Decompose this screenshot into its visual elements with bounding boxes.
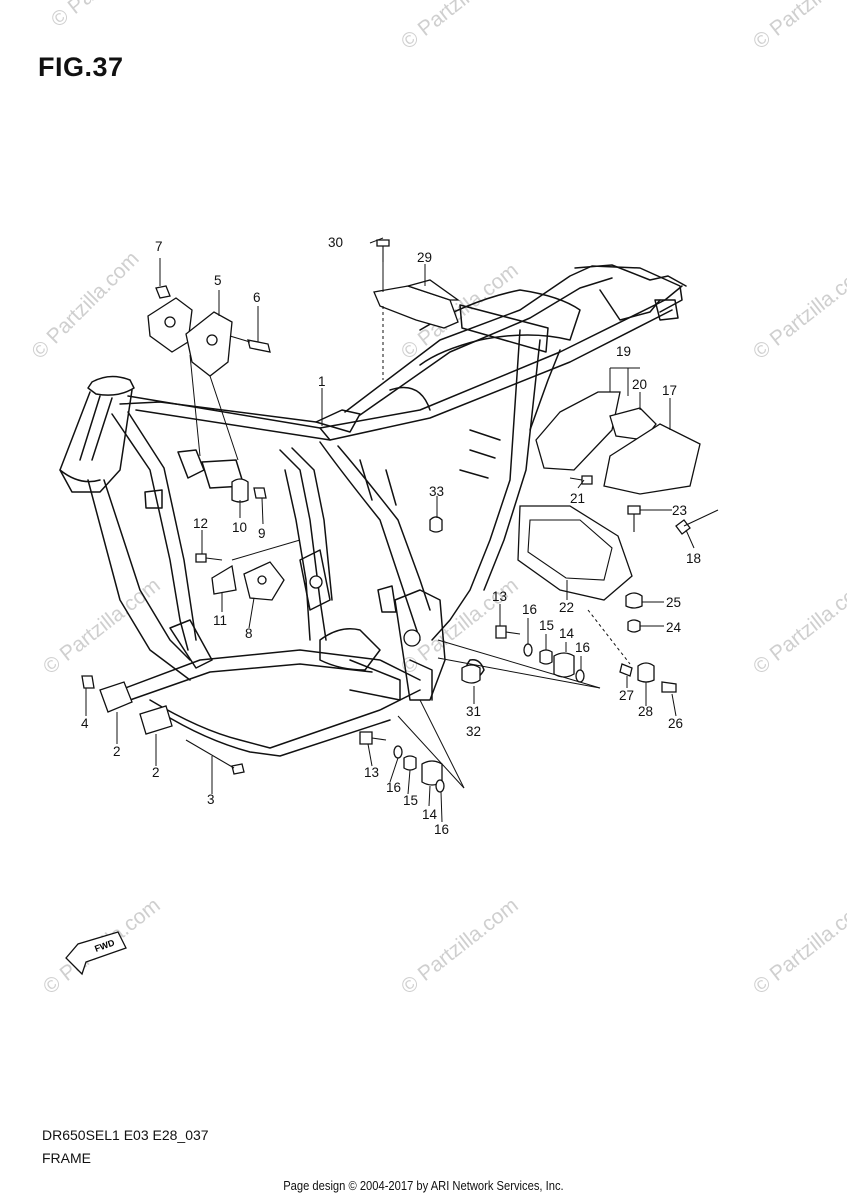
watermark: © Partzilla.com bbox=[39, 574, 165, 679]
callout-labels: 30 29 7 5 6 1 19 20 17 21 33 23 18 12 10… bbox=[81, 235, 701, 837]
callout-label: 24 bbox=[666, 620, 682, 635]
page-credit: Page design © 2004-2017 by ARI Network S… bbox=[283, 1178, 564, 1193]
callout-label: 9 bbox=[258, 526, 266, 541]
watermark: © Partzilla.com bbox=[749, 0, 847, 54]
callout-label: 18 bbox=[686, 551, 701, 566]
callout-label: 28 bbox=[638, 704, 653, 719]
callout-label: 27 bbox=[619, 688, 634, 703]
callout-label: 10 bbox=[232, 520, 247, 535]
callout-label: 2 bbox=[152, 765, 160, 780]
callout-label: 25 bbox=[666, 595, 681, 610]
callout-label: 11 bbox=[213, 613, 227, 628]
callout-label: 14 bbox=[422, 807, 438, 822]
callout-label: 29 bbox=[417, 250, 432, 265]
model-code: DR650SEL1 E03 E28_037 bbox=[42, 1127, 209, 1143]
callout-label: 14 bbox=[559, 626, 575, 641]
callout-label: 1 bbox=[318, 374, 326, 389]
figure-title: FIG.37 bbox=[38, 52, 124, 82]
callout-label: 16 bbox=[434, 822, 449, 837]
callout-label: 6 bbox=[253, 290, 261, 305]
callout-label: 7 bbox=[155, 239, 163, 254]
fwd-arrow-icon: FWD bbox=[65, 931, 127, 976]
callout-label: 16 bbox=[386, 780, 401, 795]
callout-label: 22 bbox=[559, 600, 574, 615]
callout-label: 31 bbox=[466, 704, 481, 719]
callout-label: 30 bbox=[328, 235, 343, 250]
callout-label: 20 bbox=[632, 377, 647, 392]
callout-label: 12 bbox=[193, 516, 208, 531]
callout-label: 16 bbox=[522, 602, 537, 617]
callout-leaders-extra bbox=[389, 618, 582, 823]
watermark: © Partzilla.com bbox=[47, 0, 173, 32]
callout-label: 26 bbox=[668, 716, 683, 731]
callout-label: 2 bbox=[113, 744, 121, 759]
watermark: © Partzilla.com bbox=[749, 894, 847, 999]
callout-label: 15 bbox=[539, 618, 554, 633]
callout-leaders bbox=[85, 237, 695, 794]
callout-label: 8 bbox=[245, 626, 253, 641]
section-name: FRAME bbox=[42, 1150, 91, 1166]
callout-label: 19 bbox=[616, 344, 631, 359]
callout-label: 13 bbox=[364, 765, 379, 780]
watermark: © Partzilla.com bbox=[749, 259, 847, 364]
main-frame bbox=[59, 264, 687, 757]
callout-label: 23 bbox=[672, 503, 687, 518]
callout-label: 21 bbox=[570, 491, 585, 506]
callout-label: 32 bbox=[466, 724, 481, 739]
callout-label: 15 bbox=[403, 793, 418, 808]
callout-label: 13 bbox=[492, 589, 507, 604]
callout-label: 33 bbox=[429, 484, 444, 499]
callout-label: 3 bbox=[207, 792, 215, 807]
callout-label: 16 bbox=[575, 640, 590, 655]
callout-label: 5 bbox=[214, 273, 222, 288]
watermark: © Partzilla.com bbox=[397, 0, 523, 54]
callout-label: 4 bbox=[81, 716, 89, 731]
watermark: © Partzilla.com bbox=[397, 894, 523, 999]
watermark: © Partzilla.com bbox=[27, 247, 143, 363]
callout-label: 17 bbox=[662, 383, 677, 398]
watermark: © Partzilla.com bbox=[749, 574, 847, 679]
